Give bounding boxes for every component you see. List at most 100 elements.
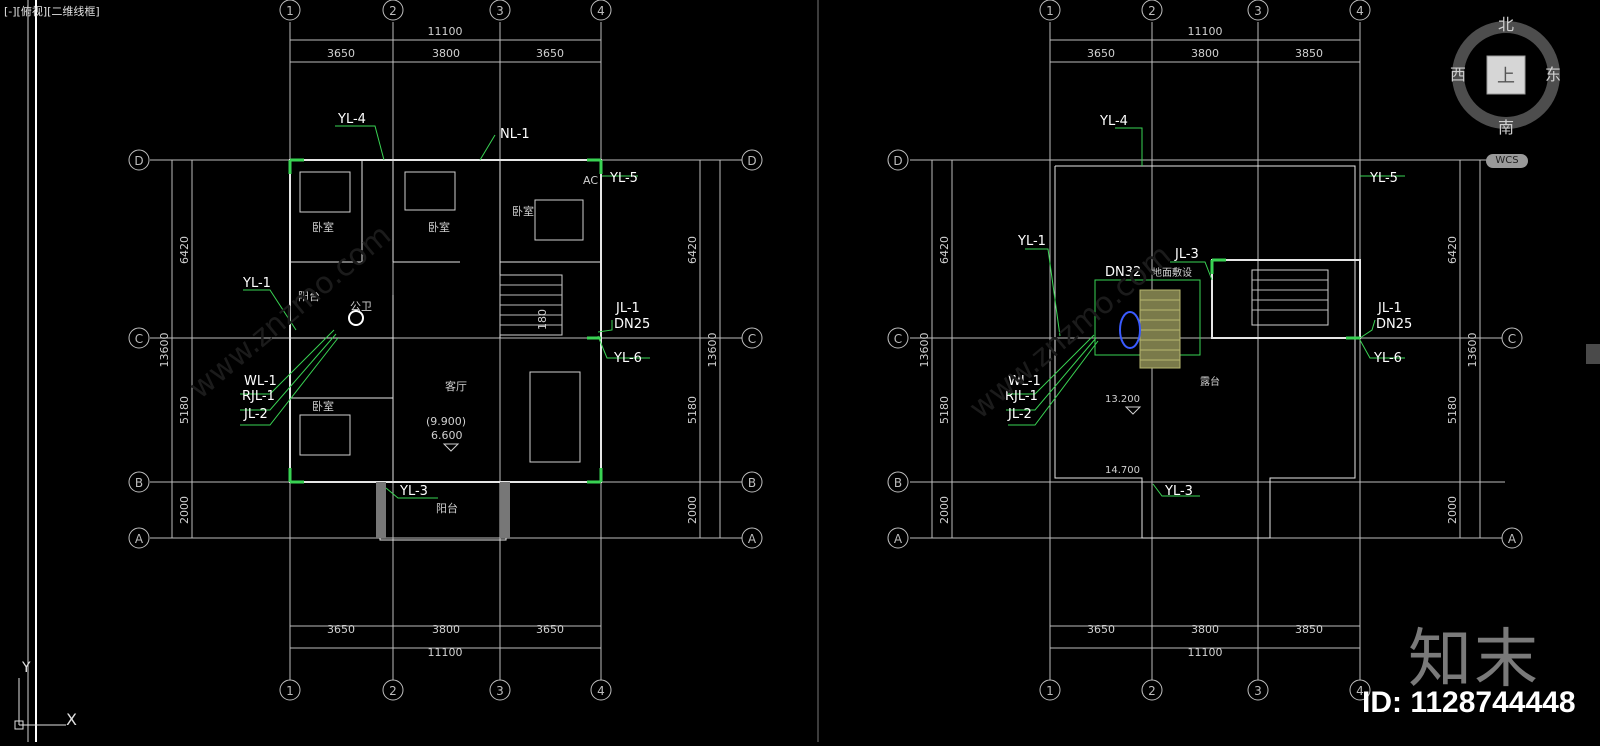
label-nl1: NL-1 xyxy=(500,127,530,142)
label-jl2: JL-2 xyxy=(1007,407,1032,422)
compass-east: 东 xyxy=(1545,65,1561,84)
ucs-y-label: Y xyxy=(21,660,31,676)
viewcube-center-label: 上 xyxy=(1497,66,1515,87)
label-wl1: WL-1 xyxy=(1008,374,1041,389)
dim-span: 3650 xyxy=(1087,623,1115,636)
axis-col-4: 4 xyxy=(1356,4,1364,18)
dim-row: 6420 xyxy=(1446,236,1459,264)
axis-row-b: B xyxy=(748,476,756,490)
room-label-bedroom: 卧室 xyxy=(312,399,334,413)
dim-span: 3800 xyxy=(1191,47,1219,60)
dim-span: 3800 xyxy=(1191,623,1219,636)
axis-row-d: D xyxy=(747,154,756,168)
dim-span: 3800 xyxy=(432,623,460,636)
compass-north: 北 xyxy=(1498,15,1514,34)
dim-total-depth: 13600 xyxy=(158,333,171,368)
label-rjl1: RJL-1 xyxy=(242,389,275,404)
ac-label: AC xyxy=(583,174,598,187)
axis-col-4: 4 xyxy=(1356,684,1364,698)
room-label-balcony: 阳台 xyxy=(436,501,458,515)
label-yl4: YL-4 xyxy=(337,112,366,127)
axis-col-3: 3 xyxy=(496,684,504,698)
dim-row: 5180 xyxy=(1446,396,1459,424)
elevation-label: 14.700 xyxy=(1105,465,1140,476)
room-label-living: 客厅 xyxy=(445,379,467,393)
dim-span: 3850 xyxy=(1295,623,1323,636)
dim-row: 5180 xyxy=(686,396,699,424)
dim-row: 6420 xyxy=(938,236,951,264)
axis-row-b: B xyxy=(894,476,902,490)
axis-row-a: A xyxy=(748,532,757,546)
label-yl3: YL-3 xyxy=(399,484,428,499)
dim-span: 3650 xyxy=(327,623,355,636)
dim-label: 180 xyxy=(536,309,549,330)
dim-total-depth: 13600 xyxy=(1466,333,1479,368)
dim-row: 6420 xyxy=(686,236,699,264)
axis-col-2: 2 xyxy=(389,4,397,18)
dim-span: 3650 xyxy=(536,623,564,636)
scrollbar-thumb[interactable] xyxy=(1586,344,1600,364)
room-label-bedroom: 卧室 xyxy=(512,204,534,218)
watermark-logo: 知末 xyxy=(1408,623,1540,697)
axis-row-a: A xyxy=(135,532,144,546)
label-jl3: JL-3 xyxy=(1174,247,1199,262)
axis-col-1: 1 xyxy=(286,4,294,18)
label-yl3: YL-3 xyxy=(1164,484,1193,499)
elevation-label: (9.900) xyxy=(426,415,466,428)
label-dn25: DN25 xyxy=(1376,317,1412,332)
dim-span: 3800 xyxy=(432,47,460,60)
dim-span: 3650 xyxy=(536,47,564,60)
dim-span: 3650 xyxy=(327,47,355,60)
dim-row: 5180 xyxy=(938,396,951,424)
label-dn32: DN32 xyxy=(1105,265,1141,280)
viewcube-top-face[interactable] xyxy=(1486,55,1526,95)
ucs-x-label: X xyxy=(66,710,77,729)
watermark-id: ID: 1128744448 xyxy=(1362,686,1576,719)
dim-row: 2000 xyxy=(938,496,951,524)
dim-total-width: 11100 xyxy=(1188,25,1223,38)
floor-drain-note: 地面敷设 xyxy=(1152,266,1192,279)
axis-col-1: 1 xyxy=(1046,4,1054,18)
axis-col-2: 2 xyxy=(1148,4,1156,18)
axis-row-c: C xyxy=(135,332,143,346)
dim-row: 2000 xyxy=(1446,496,1459,524)
axis-row-d: D xyxy=(893,154,902,168)
label-yl6: YL-6 xyxy=(1373,351,1402,366)
elevation-label: 13.200 xyxy=(1105,394,1140,405)
axis-col-3: 3 xyxy=(1254,684,1262,698)
dim-span: 3650 xyxy=(1087,47,1115,60)
wcs-menu[interactable]: WCS xyxy=(1486,154,1528,168)
viewcube-compass[interactable]: 上 北 南 东 西 xyxy=(1450,15,1561,137)
right-floor-plan xyxy=(910,22,1505,690)
label-jl2: JL-2 xyxy=(243,407,268,422)
label-dn25: DN25 xyxy=(614,317,650,332)
dim-row: 6420 xyxy=(178,236,191,264)
axis-col-3: 3 xyxy=(1254,4,1262,18)
axis-row-a: A xyxy=(894,532,903,546)
axis-col-1: 1 xyxy=(1046,684,1054,698)
label-yl5: YL-5 xyxy=(1369,171,1398,186)
axis-row-c: C xyxy=(894,332,902,346)
room-label-toilet: 公卫 xyxy=(350,300,372,313)
viewport-control-label[interactable]: [-][俯视][二维线框] xyxy=(4,5,100,18)
axis-row-c: C xyxy=(748,332,756,346)
right-axis-bubbles xyxy=(887,0,1523,701)
dim-row: 2000 xyxy=(178,496,191,524)
dim-total-width: 11100 xyxy=(428,25,463,38)
compass-west: 西 xyxy=(1450,65,1466,84)
label-rjl1: RJL-1 xyxy=(1005,389,1038,404)
dim-span: 3850 xyxy=(1295,47,1323,60)
ucs-icon xyxy=(14,678,66,730)
axis-col-3: 3 xyxy=(496,4,504,18)
axis-row-b: B xyxy=(135,476,143,490)
label-yl1: YL-1 xyxy=(242,276,271,291)
axis-row-d: D xyxy=(134,154,143,168)
dim-total-width: 11100 xyxy=(428,646,463,659)
axis-row-a: A xyxy=(1508,532,1517,546)
label-yl6: YL-6 xyxy=(613,351,642,366)
label-wl1: WL-1 xyxy=(244,374,277,389)
dim-row: 2000 xyxy=(686,496,699,524)
axis-row-c: C xyxy=(1508,332,1516,346)
left-axis-bubbles xyxy=(128,0,763,701)
